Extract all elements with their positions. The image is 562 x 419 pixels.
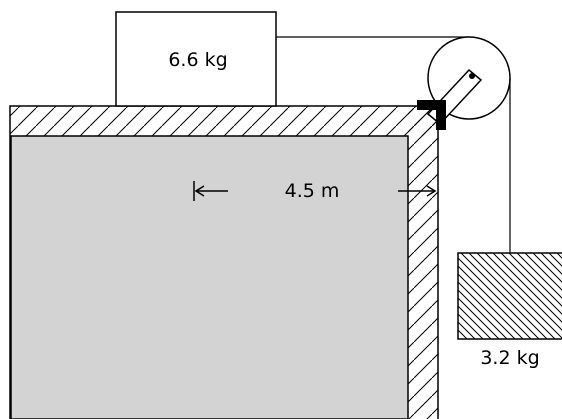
dimension-right-arrowhead <box>426 185 437 197</box>
hanging-block: 3.2 kg <box>457 252 562 369</box>
hanging-block-mass-label: 3.2 kg <box>480 347 539 369</box>
table-right-hatch <box>408 106 438 419</box>
distance-label: 4.5 m <box>285 180 340 202</box>
block-on-table-box <box>115 11 277 107</box>
block-on-table-mass-label: 6.6 kg <box>168 49 227 71</box>
dimension-left-arrowhead <box>194 185 205 197</box>
pulley <box>417 36 511 130</box>
block-on-table: 6.6 kg <box>115 11 277 107</box>
table <box>9 105 439 419</box>
pulley-axle <box>469 73 475 79</box>
distance-dimension: 4.5 m <box>193 180 437 202</box>
hanging-block-box <box>457 252 562 340</box>
table-top-hatch <box>10 106 438 136</box>
pulley-clamp <box>417 100 446 130</box>
table-interior <box>10 135 409 419</box>
